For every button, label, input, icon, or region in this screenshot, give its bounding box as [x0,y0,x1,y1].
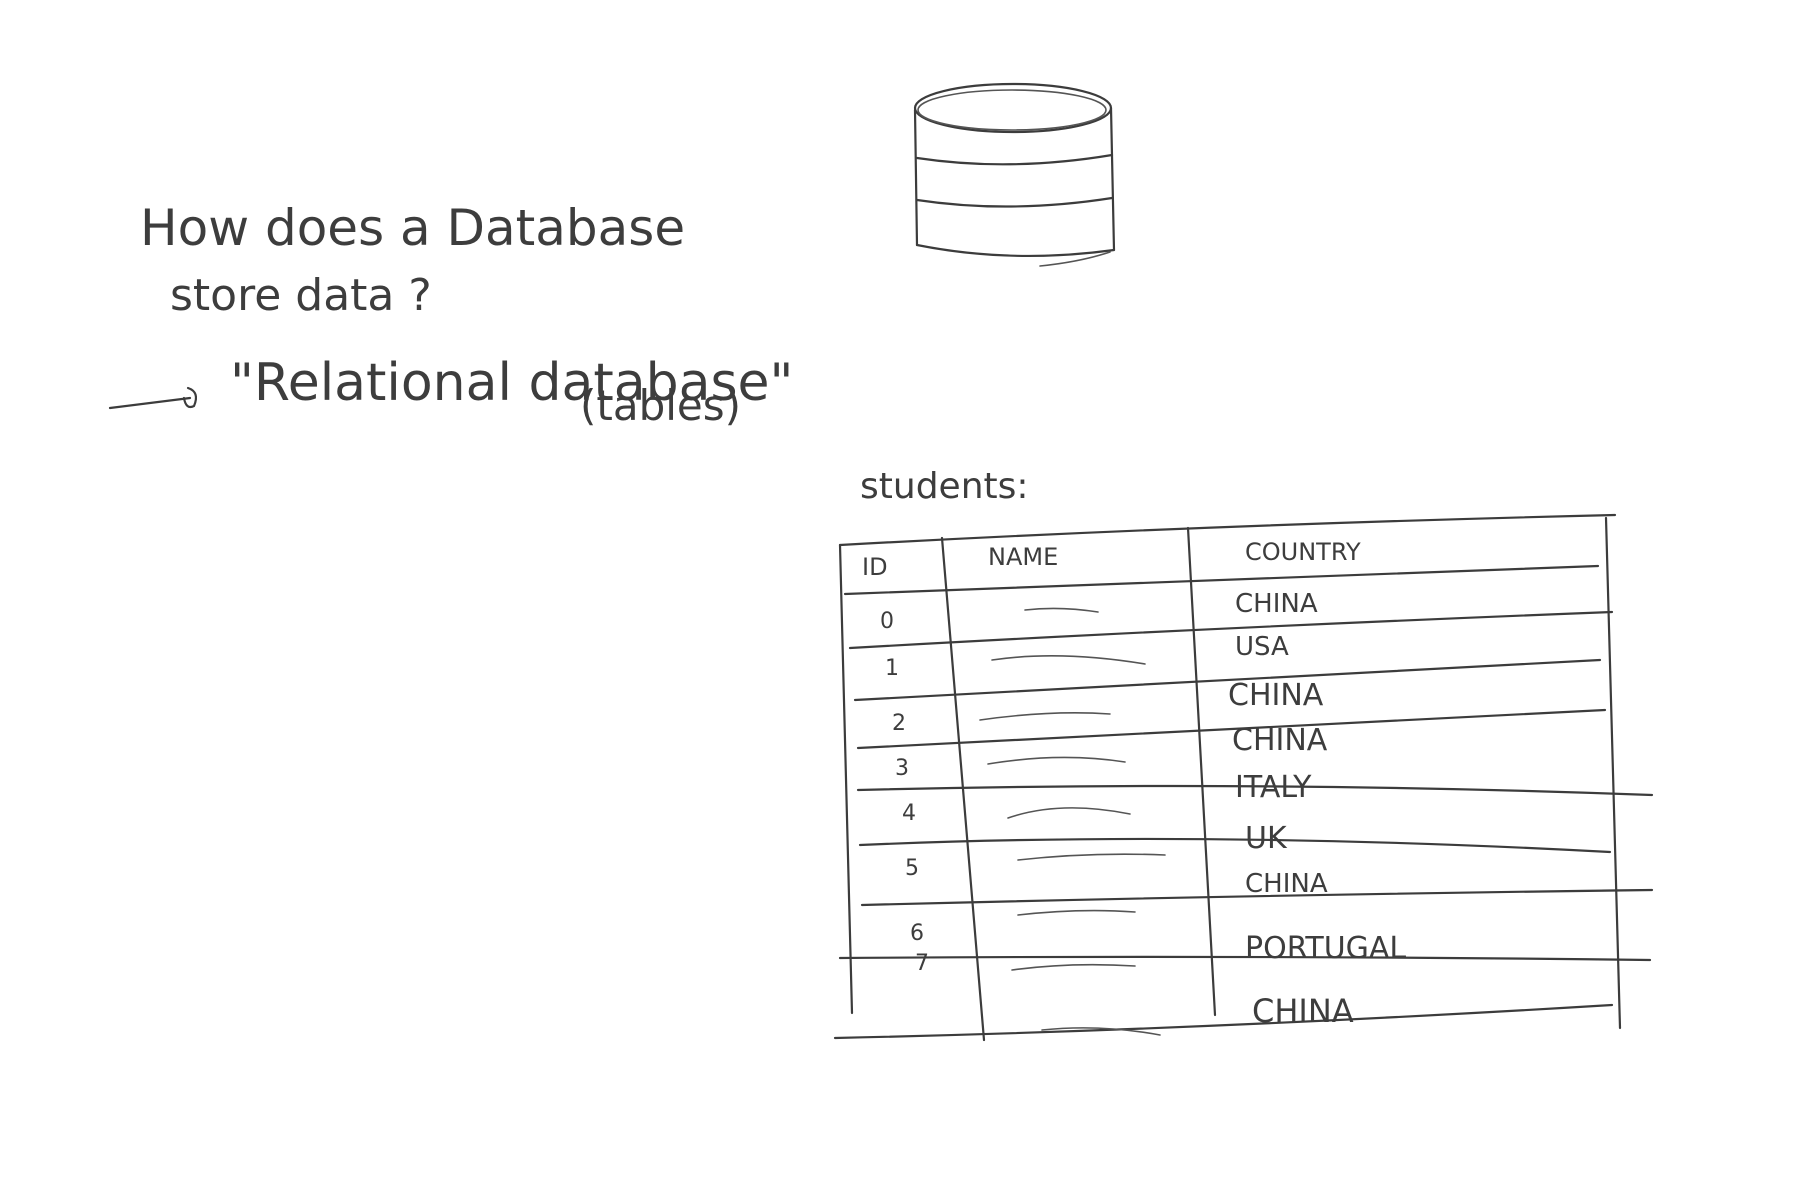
students-table-grid [833,513,1654,1042]
table-title: students: [860,466,1029,507]
row-country: CHINA [1232,723,1328,758]
row-id: 5 [905,856,919,881]
name-scribble [1024,607,1099,613]
name-scribble [987,756,1126,765]
table-row: 2 CHINA [892,678,1324,736]
answer-line: "Relational database" [230,353,793,413]
table-row: 1 USA [885,632,1289,681]
table-row: CHINA [1041,992,1354,1036]
row-country: UK [1245,821,1288,856]
row-country: USA [1235,632,1289,662]
row-country: CHINA [1252,992,1354,1030]
table-row: 4 ITALY [902,770,1312,826]
name-scribble [979,712,1111,721]
table-row: 6 CHINA [910,869,1328,946]
answer-note: "Relational database" (tables) [108,353,793,430]
row-id: 0 [880,609,894,634]
name-scribble [1011,963,1136,971]
row-id: 1 [885,656,899,681]
name-scribble [1017,909,1136,916]
question-note: How does a Database store data ? [140,199,685,321]
name-scribble [1007,807,1131,819]
name-scribble [991,655,1146,665]
row-country: CHINA [1245,869,1328,899]
row-id: 6 [910,921,924,946]
row-id: 2 [892,711,906,736]
table-row: 7 PORTUGAL [915,931,1406,976]
row-country: PORTUGAL [1245,931,1406,966]
table-rows: 0 CHINA 1 USA 2 CHINA 3 CHINA 4 ITALY 5 … [880,589,1406,1036]
name-scribble [1017,853,1166,861]
header-id: ID [862,553,888,581]
table-row: 5 UK [905,821,1288,881]
row-id: 4 [902,801,916,826]
table-row: 3 CHINA [895,723,1328,781]
row-country: CHINA [1228,678,1324,713]
name-scribble [1041,1027,1161,1036]
question-line-2: store data ? [170,270,432,321]
table-header: ID NAME COUNTRY [862,538,1361,581]
table-row: 0 CHINA [880,589,1318,634]
answer-subline: (tables) [580,381,741,430]
header-name: NAME [988,543,1058,571]
header-country: COUNTRY [1245,538,1361,566]
row-country: CHINA [1235,589,1318,619]
row-id: 7 [915,951,929,976]
question-line-1: How does a Database [140,199,685,257]
row-id: 3 [895,756,909,781]
database-cylinder-icon [913,82,1116,267]
row-country: ITALY [1235,770,1312,805]
arrow-right-icon [108,386,198,410]
